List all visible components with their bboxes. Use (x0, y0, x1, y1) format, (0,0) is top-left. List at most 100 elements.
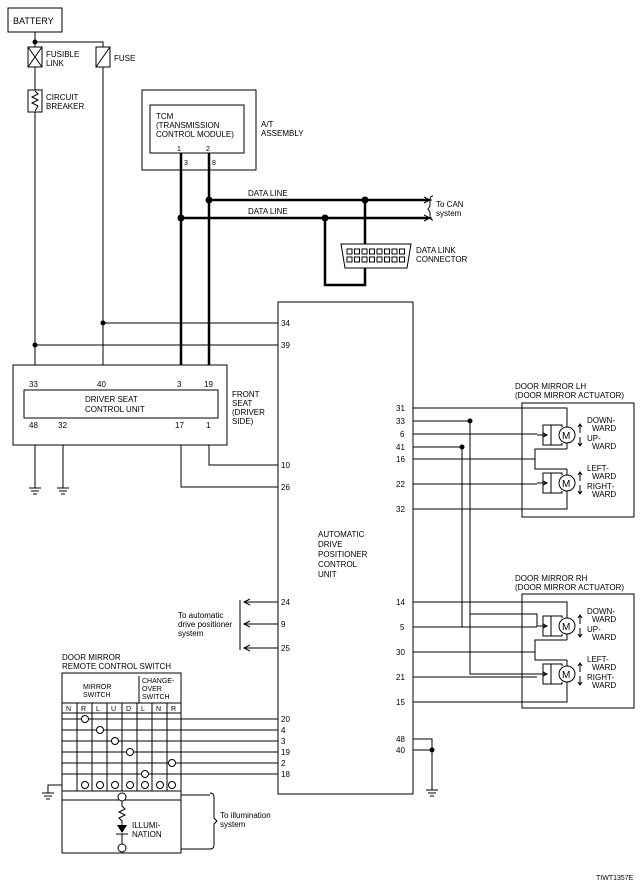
switch-contact (168, 781, 176, 789)
svg-text:19: 19 (204, 380, 213, 389)
switch-column-label: D (126, 706, 131, 713)
adp-control-unit (277, 301, 414, 795)
direction-label: WARD (592, 681, 616, 690)
switch-column-label: N (66, 706, 71, 713)
switch-column-label: R (171, 706, 176, 713)
svg-text:CHANGE-: CHANGE- (142, 678, 175, 685)
direction-label: UP- (587, 434, 601, 443)
adp-pin-left: 3 (281, 737, 286, 746)
junction (467, 418, 473, 424)
dlc-pin (376, 256, 383, 263)
direction-label: WARD (592, 633, 616, 642)
svg-text:REMOTE CONTROL SWITCH: REMOTE CONTROL SWITCH (62, 662, 171, 671)
svg-text:CONTROL UNIT: CONTROL UNIT (85, 405, 145, 414)
svg-text:3: 3 (184, 160, 188, 167)
adp-pin-right: 30 (396, 648, 405, 657)
adp-pin-right: 6 (400, 430, 405, 439)
svg-text:SWITCH: SWITCH (142, 694, 170, 701)
svg-text:NATION: NATION (132, 830, 162, 839)
svg-text:DOOR MIRROR RH: DOOR MIRROR RH (515, 574, 588, 583)
adp-pin-right: 40 (396, 746, 405, 755)
battery: BATTERY (7, 7, 63, 33)
switch-contact (126, 781, 134, 789)
wire (534, 652, 567, 661)
dlc-pin (354, 248, 360, 255)
svg-text:system: system (178, 629, 204, 638)
svg-text:SEAT: SEAT (232, 399, 252, 408)
svg-text:POSITIONER: POSITIONER (318, 550, 368, 559)
svg-text:1: 1 (177, 146, 181, 153)
wire (469, 614, 537, 675)
adp-pin-left: 4 (281, 726, 286, 735)
door-mirror-rh: DOOR MIRROR RH (DOOR MIRROR ACTUATOR) MD… (515, 574, 635, 709)
wire (534, 459, 567, 470)
wire (413, 420, 543, 627)
adp-pin-right: 16 (396, 455, 405, 464)
svg-text:MIRROR: MIRROR (83, 684, 111, 691)
adp-pin-right: 22 (396, 480, 405, 489)
adp-label: AUTOMATIC DRIVE POSITIONER CONTROL UNIT (318, 530, 368, 579)
wire (413, 407, 568, 421)
svg-text:DRIVE: DRIVE (318, 540, 342, 549)
svg-text:To automatic: To automatic (178, 611, 223, 620)
adp-pin-left: 39 (281, 341, 290, 350)
dlc-pin (399, 256, 405, 263)
direction-arrow (577, 614, 583, 638)
motor-label: M (562, 670, 570, 681)
svg-text:DATA LINE: DATA LINE (248, 189, 288, 198)
svg-text:48: 48 (29, 421, 38, 430)
switch-contact (126, 748, 134, 756)
motor-label: M (562, 431, 570, 442)
svg-text:SWITCH: SWITCH (83, 692, 111, 699)
svg-text:2: 2 (206, 146, 210, 153)
svg-text:DOOR MIRROR: DOOR MIRROR (62, 653, 121, 662)
adp-pin-right: 48 (396, 735, 405, 744)
wire (413, 448, 567, 460)
switch-column-label: R (81, 706, 86, 713)
adp-pin-left: 25 (281, 644, 290, 653)
junction (459, 444, 465, 450)
adp-pin-right: 33 (396, 417, 405, 426)
switch-column-label: U (111, 706, 116, 713)
dlc-pin (384, 248, 390, 255)
can-data-lines: DATA LINE DATA LINE To CAN system (177, 153, 464, 369)
direction-label: RIGHT- (587, 482, 614, 491)
dlc-pin (369, 248, 375, 255)
svg-text:A/T: A/T (261, 120, 274, 129)
switch-contact (96, 726, 104, 734)
svg-text:BATTERY: BATTERY (13, 16, 54, 26)
switch-contact (111, 737, 119, 745)
svg-text:system: system (220, 820, 246, 829)
adp-pin-right: 32 (396, 505, 405, 514)
dlc-pin (391, 248, 398, 255)
dlc-pin (346, 248, 353, 255)
door-mirror-remote-control-switch: DOOR MIRROR REMOTE CONTROL SWITCH MIRROR… (61, 653, 278, 854)
svg-text:DOOR MIRROR LH: DOOR MIRROR LH (515, 382, 586, 391)
dlc-pin (354, 256, 360, 263)
direction-label: WARD (592, 490, 616, 499)
at-assembly: TCM (TRANSMISSION CONTROL MODULE) A/T AS… (141, 89, 304, 171)
direction-arrow (577, 662, 583, 686)
direction-label: WARD (592, 663, 616, 672)
svg-text:FUSIBLE: FUSIBLE (46, 50, 79, 59)
direction-label: LEFT- (587, 464, 609, 473)
dlc-pin (369, 256, 375, 263)
svg-text:DRIVER SEAT: DRIVER SEAT (85, 395, 138, 404)
adp-pin-left: 9 (281, 620, 286, 629)
svg-text:BREAKER: BREAKER (46, 102, 84, 111)
svg-text:DATA LINK: DATA LINK (416, 246, 456, 255)
switch-contact (81, 715, 89, 723)
svg-text:system: system (436, 209, 462, 218)
svg-text:UNIT: UNIT (318, 570, 337, 579)
direction-label: DOWN- (587, 416, 615, 425)
adp-pin-left: 18 (281, 770, 290, 779)
direction-arrow (577, 471, 583, 495)
adp-pin-left: 20 (281, 715, 290, 724)
dlc-pin (384, 256, 390, 263)
svg-text:CIRCUIT: CIRCUIT (46, 93, 79, 102)
circuit-breaker: CIRCUIT BREAKER (27, 89, 84, 113)
adp-system-connections: To automatic drive positioner system (178, 598, 278, 652)
motor-label: M (562, 622, 570, 633)
svg-text:To CAN: To CAN (436, 200, 464, 209)
svg-text:To illumination: To illumination (220, 811, 271, 820)
